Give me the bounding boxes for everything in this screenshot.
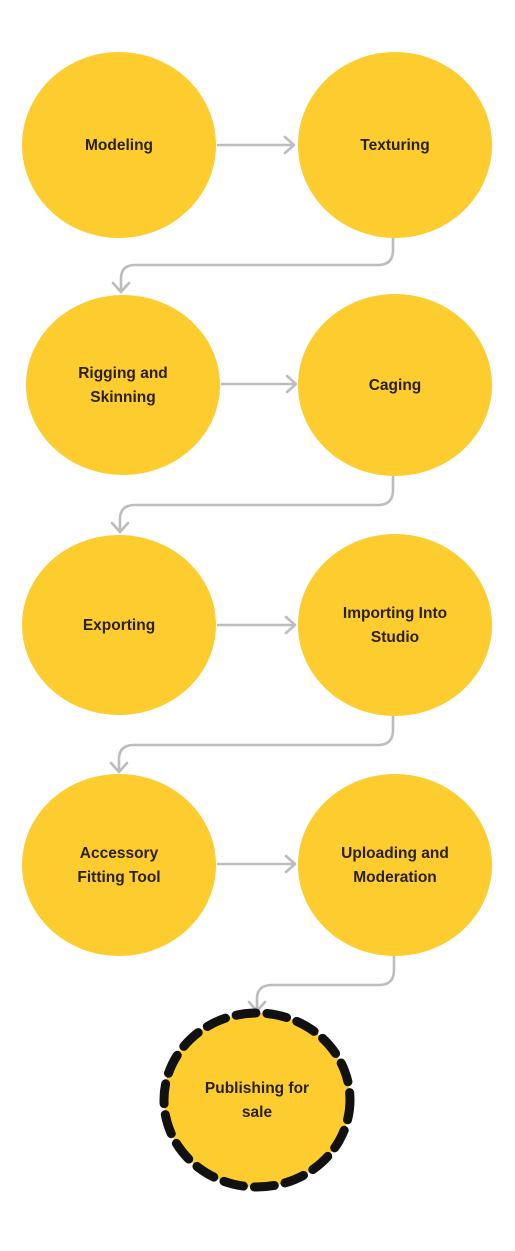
step-label-line: Uploading and (341, 845, 449, 862)
step-circle (22, 52, 216, 238)
step-label-line: Studio (371, 629, 419, 646)
step-circle (298, 774, 492, 956)
step-label-line: Publishing for (205, 1080, 309, 1097)
step-node-modeling: Modeling (22, 52, 216, 238)
step-circle (22, 535, 216, 715)
step-circle (26, 295, 220, 475)
step-label-line: Importing Into (343, 605, 447, 622)
step-circle (298, 534, 492, 716)
step-node-caging: Caging (298, 294, 492, 476)
step-label-line: Accessory (80, 845, 159, 862)
step-label-line: Skinning (90, 389, 155, 406)
step-circle (22, 774, 216, 956)
step-label-line: Caging (369, 377, 422, 394)
step-node-texturing: Texturing (298, 52, 492, 238)
arrow-caging-to-exporting (110, 475, 395, 534)
step-circle (298, 294, 492, 476)
arrow-accessory-to-uploading (216, 854, 297, 874)
step-label-line: Modeling (85, 137, 153, 154)
final-step-circle (159, 1008, 355, 1192)
step-label-line: Rigging and (78, 365, 168, 382)
arrow-uploading-to-publishing (247, 954, 396, 1013)
arrow-importing-to-accessory (109, 714, 395, 774)
step-label-line: Texturing (360, 137, 429, 154)
arrow-exporting-to-importing (216, 615, 297, 635)
step-label-line: Exporting (83, 617, 155, 634)
arrow-modeling-to-texturing (216, 135, 296, 155)
step-label-line: Moderation (353, 869, 437, 886)
arrow-texturing-to-rigging (111, 234, 395, 294)
step-node-publishing-for-sale: Publishing for sale (159, 1008, 355, 1192)
step-label-line: sale (242, 1104, 273, 1121)
step-node-exporting: Exporting (22, 535, 216, 715)
connectors (109, 135, 396, 1013)
step-label-line: Fitting Tool (77, 869, 160, 886)
step-circle (298, 52, 492, 238)
arrow-rigging-to-caging (220, 374, 298, 394)
